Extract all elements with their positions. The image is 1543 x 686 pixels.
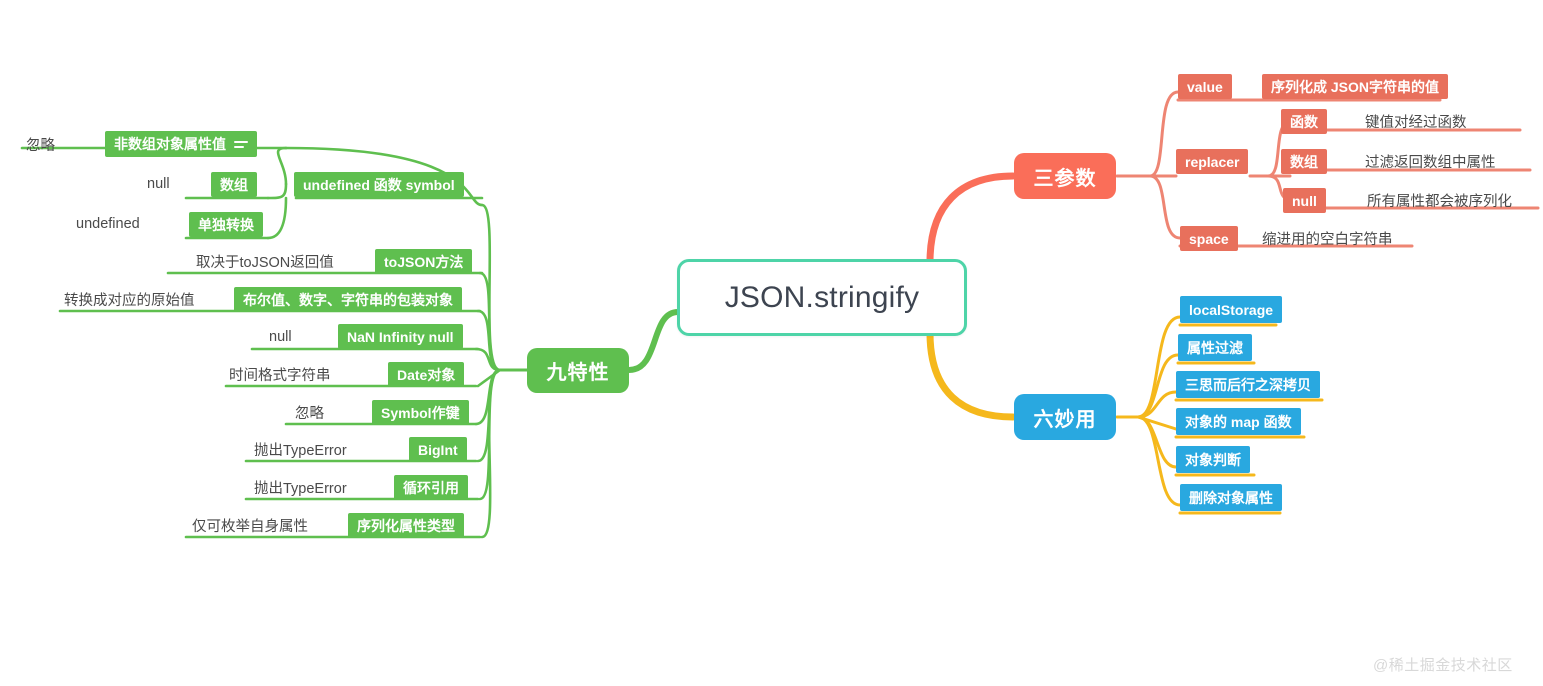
feature-note-7: 时间格式字符串	[229, 367, 331, 384]
feature-note-1: null	[147, 176, 170, 192]
replacer-note-null: 所有属性都会被序列化	[1367, 193, 1512, 210]
feature-chip-3[interactable]: undefined 函数 symbol	[294, 172, 464, 197]
param-note-space: 缩进用的空白字符串	[1262, 231, 1393, 248]
feature-chip-11[interactable]: 序列化属性类型	[348, 513, 464, 538]
branch-node-uses[interactable]: 六妙用	[1014, 394, 1116, 440]
param-chip-replacer[interactable]: replacer	[1176, 149, 1249, 174]
param-note-value: 序列化成 JSON字符串的值	[1262, 74, 1449, 99]
use-chip-4[interactable]: 对象判断	[1176, 446, 1250, 473]
branch-node-features[interactable]: 九特性	[527, 348, 629, 393]
feature-chip-7[interactable]: Date对象	[388, 362, 465, 387]
replacer-chip-function[interactable]: 函数	[1281, 109, 1327, 134]
feature-chip-2[interactable]: 单独转换	[189, 212, 263, 237]
use-chip-3[interactable]: 对象的 map 函数	[1176, 408, 1301, 435]
replacer-note-function: 键值对经过函数	[1365, 114, 1467, 131]
use-chip-0[interactable]: localStorage	[1180, 296, 1283, 323]
feature-note-8: 忽略	[295, 405, 324, 422]
feature-chip-5[interactable]: 布尔值、数字、字符串的包装对象	[234, 287, 462, 312]
replacer-chip-array[interactable]: 数组	[1281, 149, 1327, 174]
branch-label-params: 三参数	[1033, 167, 1097, 190]
feature-chip-9[interactable]: BigInt	[409, 437, 467, 462]
feature-note-5: 转换成对应的原始值	[64, 292, 195, 309]
root-title: JSON.stringify	[724, 280, 920, 314]
feature-chip-0-label: 非数组对象属性值	[114, 136, 226, 152]
use-chip-1[interactable]: 属性过滤	[1178, 334, 1252, 361]
feature-note-9: 抛出TypeError	[254, 442, 347, 459]
watermark: @稀土掘金技术社区	[1373, 657, 1513, 674]
feature-note-2: undefined	[76, 216, 140, 232]
feature-note-6: null	[269, 329, 292, 345]
use-chip-2[interactable]: 三思而后行之深拷贝	[1176, 371, 1320, 398]
feature-chip-4[interactable]: toJSON方法	[375, 249, 473, 274]
use-chip-5[interactable]: 删除对象属性	[1180, 484, 1282, 511]
feature-chip-8[interactable]: Symbol作键	[372, 400, 469, 425]
branch-label-uses: 六妙用	[1033, 408, 1097, 431]
hamburger-icon	[234, 140, 248, 148]
feature-note-0: 忽略	[26, 137, 55, 154]
feature-chip-10[interactable]: 循环引用	[394, 475, 468, 500]
replacer-note-array: 过滤返回数组中属性	[1365, 154, 1496, 171]
branch-label-features: 九特性	[546, 362, 610, 384]
replacer-chip-null[interactable]: null	[1283, 188, 1326, 213]
feature-note-4: 取决于toJSON返回值	[196, 254, 334, 271]
feature-chip-1[interactable]: 数组	[211, 172, 257, 197]
feature-note-11: 仅可枚举自身属性	[192, 518, 308, 535]
feature-chip-0[interactable]: 非数组对象属性值	[105, 131, 257, 157]
root-node[interactable]: JSON.stringify	[677, 259, 967, 336]
branch-node-params[interactable]: 三参数	[1014, 153, 1116, 199]
feature-chip-6[interactable]: NaN Infinity null	[338, 324, 463, 349]
param-chip-value[interactable]: value	[1178, 74, 1232, 99]
param-chip-space[interactable]: space	[1180, 226, 1238, 251]
feature-note-10: 抛出TypeError	[254, 480, 347, 497]
